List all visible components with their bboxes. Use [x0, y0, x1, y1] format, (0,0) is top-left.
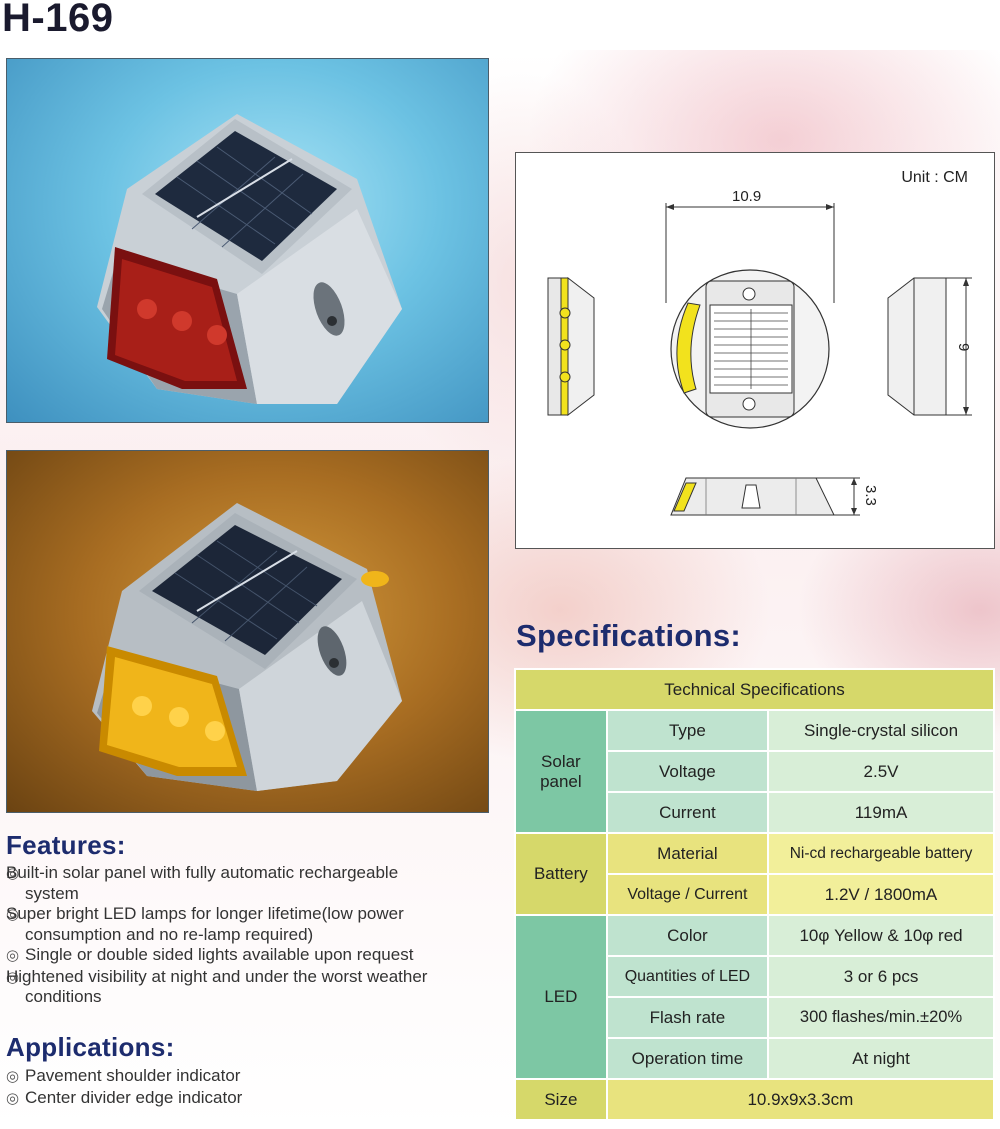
row-label: Flash rate: [605, 996, 770, 1039]
group-label: Solar panel: [540, 751, 582, 791]
row-value: At night: [767, 1037, 995, 1080]
size-label: Size: [514, 1078, 608, 1121]
row-value: 3 or 6 pcs: [767, 955, 995, 998]
bullet-icon: ◎: [6, 906, 20, 923]
bullet-icon: ◎: [6, 865, 20, 882]
row-value: Single-crystal silicon: [767, 709, 995, 752]
list-item: ◎ Pavement shoulder indicator: [6, 1066, 242, 1088]
row-label: Operation time: [605, 1037, 770, 1080]
row-value: 300 flashes/min.±20%: [767, 996, 995, 1039]
list-item-text: Pavement shoulder indicator: [25, 1066, 241, 1085]
product-photo-amber: [6, 450, 489, 813]
row-value: 2.5V: [767, 750, 995, 793]
technical-drawing: Unit : CM 10.9: [515, 152, 995, 549]
list-item-text: Hightened visibility at night and under …: [6, 966, 428, 1007]
list-item-text: Center divider edge indicator: [25, 1087, 243, 1107]
list-item-text: Super bright LED lamps for longer lifeti…: [6, 904, 404, 944]
list-item: ◎Super bright LED lamps for longer lifet…: [6, 904, 516, 945]
list-item-text: Single or double sided lights available …: [25, 945, 414, 964]
applications-title: Applications:: [6, 1032, 175, 1062]
list-item: ◎Built-in solar panel with fully automat…: [6, 863, 516, 904]
row-value: Ni-cd rechargeable battery: [767, 832, 995, 875]
model-number: H-169: [2, 0, 114, 40]
specifications-title: Specifications:: [516, 618, 741, 653]
row-label: Voltage: [605, 750, 770, 793]
row-label: Quantities of LED: [605, 955, 770, 998]
list-item: ◎ Center divider edge indicator: [6, 1088, 242, 1110]
row-value: 119mA: [767, 791, 995, 834]
features-list: ◎Built-in solar panel with fully automat…: [6, 863, 516, 1008]
depth-dimension: 9: [955, 343, 972, 351]
row-label: Color: [605, 914, 770, 957]
row-label: Type: [605, 709, 770, 752]
bullet-icon: ◎: [6, 1068, 20, 1085]
group-battery: Battery: [514, 832, 608, 916]
unit-label: Unit : CM: [901, 169, 968, 186]
width-dimension: 10.9: [732, 188, 761, 205]
row-label: Voltage / Current: [605, 873, 770, 916]
bullet-icon: ◎: [6, 947, 20, 964]
applications-list: ◎ Pavement shoulder indicator ◎ Center div…: [6, 1066, 242, 1109]
features-title: Features:: [6, 830, 126, 860]
list-item: ◎Hightened visibility at night and under…: [6, 967, 516, 1008]
list-item-text: Built-in solar panel with fully automati…: [6, 863, 399, 903]
row-value: 1.2V / 1800mA: [767, 873, 995, 916]
row-value: 10φ Yellow & 10φ red: [767, 914, 995, 957]
row-label: Current: [605, 791, 770, 834]
group-led: LED: [514, 914, 608, 1080]
height-dimension: 3.3: [862, 485, 879, 506]
group-solar-panel: Solar panel: [514, 709, 608, 834]
bullet-icon: ◎: [6, 968, 20, 986]
list-item: ◎ Single or double sided lights available…: [6, 945, 516, 967]
row-label: Material: [605, 832, 770, 875]
size-value: 10.9x9x3.3cm: [605, 1078, 996, 1121]
table-header: Technical Specifications: [514, 668, 995, 711]
specifications-table: Technical Specifications Solar panel Typ…: [514, 668, 996, 1121]
bullet-icon: ◎: [6, 1089, 20, 1107]
product-photo-red: [6, 58, 489, 423]
